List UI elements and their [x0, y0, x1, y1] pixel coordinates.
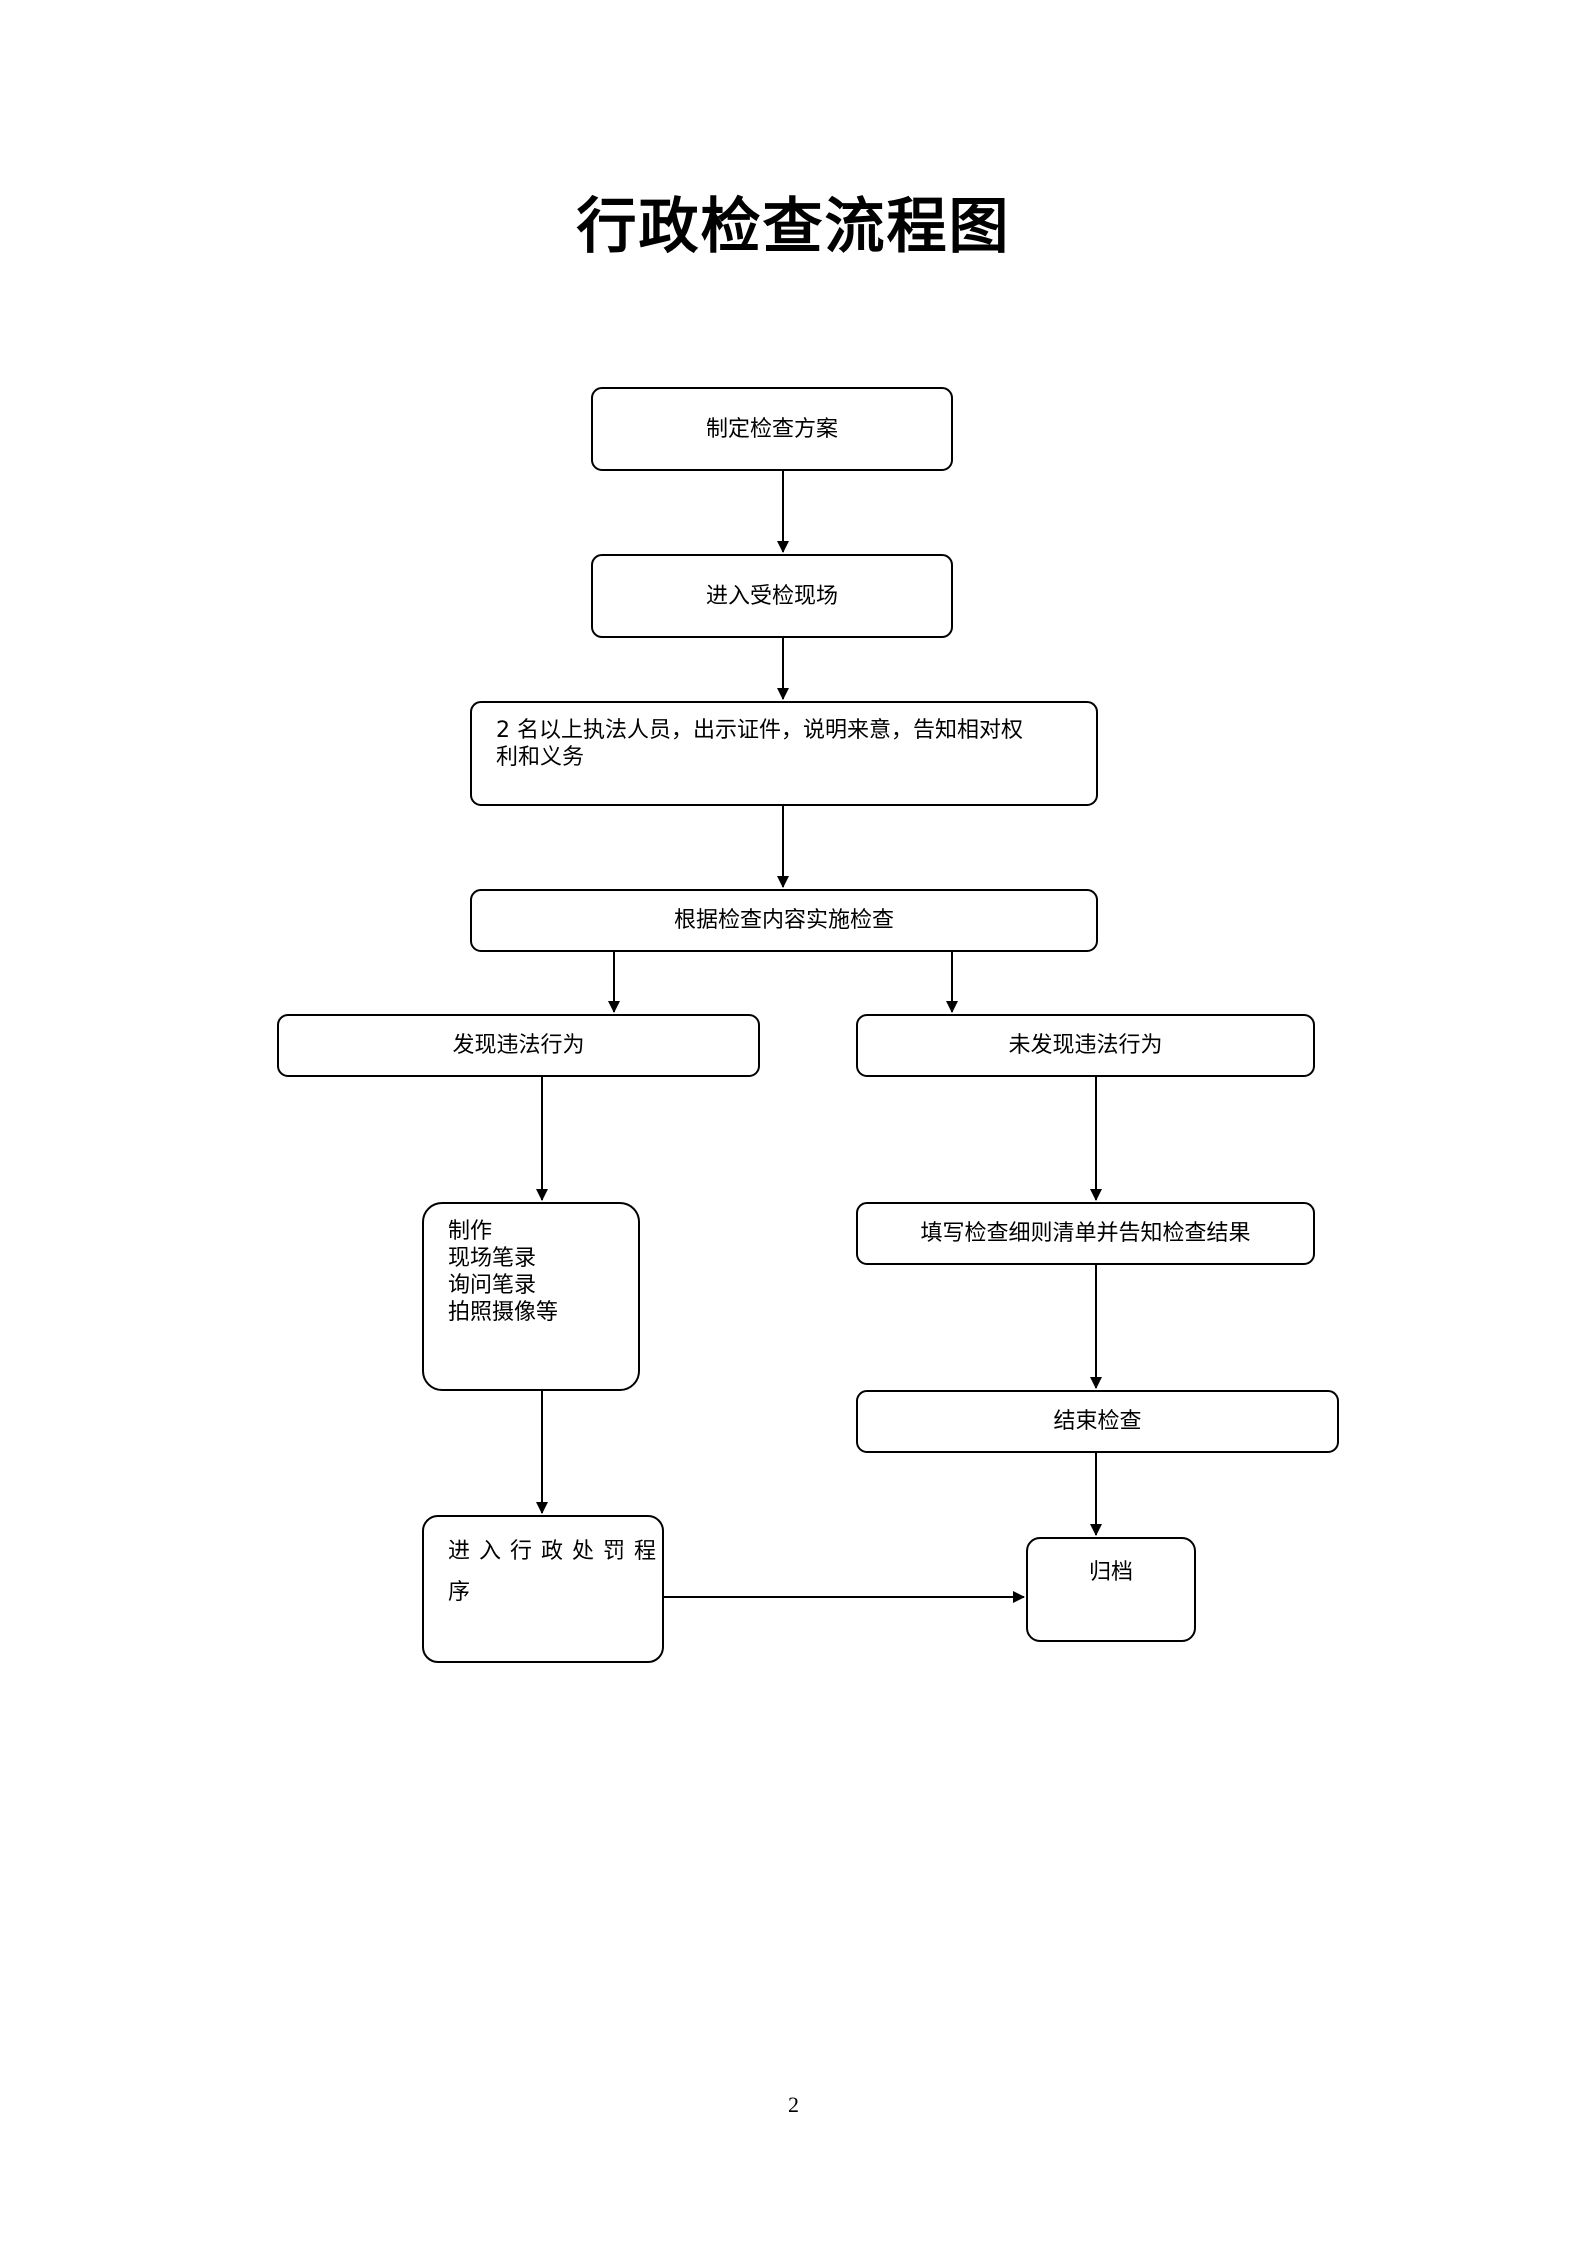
node-inspect: 根据检查内容实施检查	[470, 889, 1098, 952]
node-records-line-1: 制作	[448, 1219, 493, 1244]
node-records-line-3: 询问笔录	[448, 1273, 537, 1298]
node-not-found: 未发现违法行为	[856, 1014, 1315, 1077]
node-records-line-4: 拍照摄像等	[448, 1300, 559, 1325]
node-identify-line-2: 利和义务	[496, 745, 585, 770]
node-penalty-line-2: 序	[448, 1580, 480, 1605]
node-identify: 2 名以上执法人员，出示证件，说明来意，告知相对权 利和义务	[470, 701, 1098, 806]
page-number: 2	[788, 2092, 799, 2117]
node-enter-site-label: 进入受检现场	[705, 583, 838, 609]
node-fill-list-label: 填写检查细则清单并告知检查结果	[920, 1221, 1251, 1246]
node-archive-label: 归档	[1088, 1560, 1133, 1585]
node-enter-site: 进入受检现场	[591, 554, 953, 638]
node-plan-label: 制定检查方案	[705, 416, 838, 442]
node-not-found-label: 未发现违法行为	[1008, 1033, 1163, 1058]
node-archive: 归档	[1026, 1537, 1196, 1642]
node-fill-list: 填写检查细则清单并告知检查结果	[856, 1202, 1315, 1265]
node-end-inspection: 结束检查	[856, 1390, 1339, 1453]
page-title: 行政检查流程图	[576, 192, 1011, 262]
node-inspect-label: 根据检查内容实施检查	[673, 908, 894, 933]
node-records-line-2: 现场笔录	[448, 1246, 537, 1271]
node-end-inspection-label: 结束检查	[1053, 1409, 1142, 1434]
node-penalty: 进入行政处罚程 序	[422, 1515, 664, 1663]
node-found-label: 发现违法行为	[452, 1033, 585, 1058]
node-found: 发现违法行为	[277, 1014, 760, 1077]
node-penalty-line-1: 进入行政处罚程	[448, 1539, 666, 1564]
node-identify-line-1: 2 名以上执法人员，出示证件，说明来意，告知相对权	[496, 718, 1023, 743]
node-plan: 制定检查方案	[591, 387, 953, 471]
node-records: 制作 现场笔录 询问笔录 拍照摄像等	[422, 1202, 640, 1391]
